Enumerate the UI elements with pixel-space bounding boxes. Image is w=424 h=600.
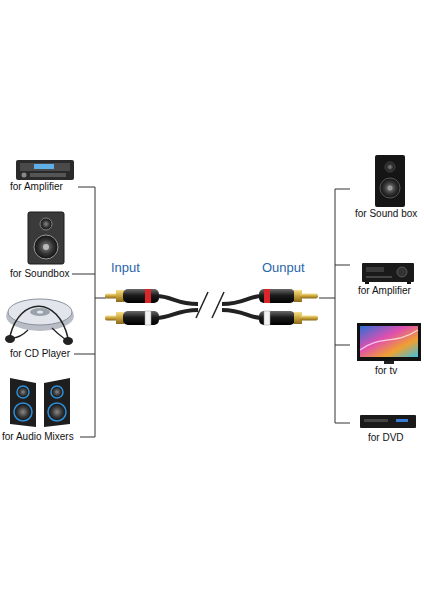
right-bracket [319,189,350,423]
car-stereo-icon-part [30,173,66,177]
speaker-icon-part [28,212,64,264]
receiver-icon-part [407,282,411,284]
right-rca-plugs-part [259,289,295,303]
right-rca-plugs-part [300,294,318,299]
left-bracket-part [78,187,95,188]
desktop-speakers-icon [10,378,70,427]
left-rca-plugs-part [145,311,151,325]
right-rca-plugs-part [264,289,270,303]
cd-player-icon-part [8,299,72,325]
cd-player-icon [5,299,74,345]
speaker-icon-part [40,218,52,230]
tv-icon [357,323,421,364]
dvd-player-icon-part [360,415,416,428]
rca-cable-part [196,292,208,318]
device-label: for Soundbox [10,268,90,280]
dvd-player-icon-part [396,419,408,422]
device-label: for DVD [368,432,423,444]
tv-icon-part [360,326,418,357]
left-rca-plugs-part [123,289,159,303]
desktop-speakers-icon-part [48,403,66,421]
desktop-speakers-icon-part [44,378,70,427]
right-bracket-part [335,423,350,424]
rca-cable-part [156,310,198,318]
right-rca-plugs-part [300,316,318,321]
tower-speaker-icon-part [375,155,405,207]
right-rca-plugs-part [259,311,295,325]
right-bracket-part [335,345,350,346]
left-rca-plugs-part [123,311,159,325]
tower-speaker-icon [375,155,405,207]
tv-icon-part [360,330,418,350]
device-label: for Audio Mixers [2,431,92,443]
cd-player-icon-part [30,308,50,316]
right-bracket-part [319,298,335,299]
end-label: Input [111,260,171,275]
tower-speaker-icon-part [380,178,400,198]
speaker-icon-part [34,235,58,259]
left-bracket-part [80,437,95,438]
right-bracket-part [335,189,336,423]
desktop-speakers-icon-part [14,403,32,421]
left-bracket-part [72,274,95,275]
receiver-icon-part [365,282,369,284]
left-bracket [72,187,106,437]
device-label: for tv [375,365,423,377]
desktop-speakers-icon-part [51,386,63,398]
car-stereo-icon-part [16,160,74,180]
tv-icon-part [357,323,421,361]
end-label: Ounput [262,260,322,275]
left-bracket-part [95,298,106,299]
tower-speaker-icon-part [388,186,393,191]
receiver-icon [362,263,414,284]
right-bracket-part [335,265,350,266]
desktop-speakers-icon-part [17,386,29,398]
rca-cable [156,292,262,318]
device-label: for Sound box [355,208,423,220]
receiver-icon-part [366,276,392,278]
device-label: for CD Player [10,348,90,360]
tower-speaker-icon-part [385,162,395,172]
left-rca-plugs [105,289,159,325]
device-label: for Amplifier [358,285,423,297]
dvd-player-icon-part [364,419,388,422]
cd-player-icon-part [52,328,66,340]
car-stereo-icon-part [34,164,54,169]
tv-icon-part [384,361,394,364]
left-bracket-part [95,187,96,437]
car-stereo-icon [16,160,74,180]
dvd-player-icon [360,415,416,428]
left-rca-plugs-part [116,290,124,302]
rca-cable-part [156,296,198,304]
device-label: for Amplifier [10,181,90,193]
rca-cable-part [222,310,262,318]
desktop-speakers-icon-part [10,378,36,427]
receiver-icon-part [362,263,414,282]
left-bracket-part [74,354,95,355]
left-rca-plugs-part [116,312,124,324]
right-bracket-part [335,189,350,190]
rca-cable-part [222,296,262,304]
right-rca-plugs-part [264,311,270,325]
cd-player-icon-part [63,337,73,345]
rca-cable-part [212,292,224,318]
right-rca-plugs [259,289,318,325]
speaker-icon [28,212,64,264]
cd-player-icon-part [5,335,15,343]
left-rca-plugs-part [145,289,151,303]
cd-player-icon-part [37,311,43,314]
cd-player-icon-part [10,306,68,338]
car-stereo-icon-part [22,173,27,178]
speaker-icon-part [28,212,64,264]
cd-player-icon-part [12,330,28,338]
receiver-icon-part [397,267,407,277]
receiver-icon-part [366,267,384,272]
car-stereo-icon-part [20,163,70,171]
speaker-icon-part [43,244,49,250]
